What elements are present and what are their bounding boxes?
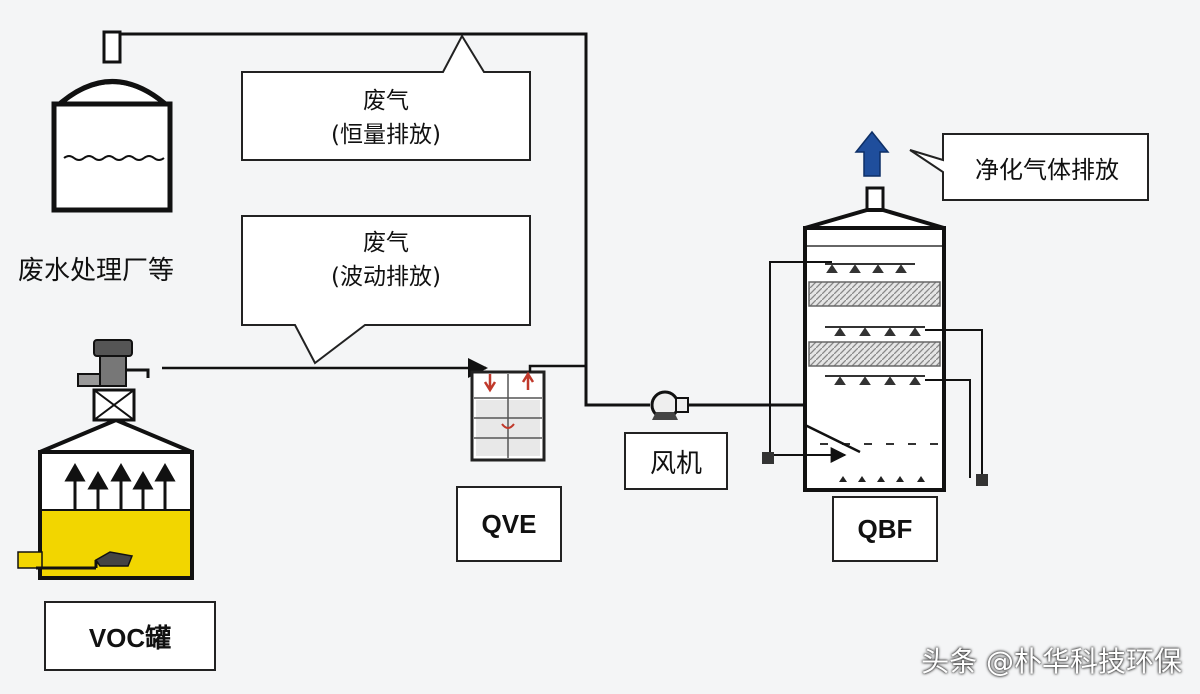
fan-unit xyxy=(650,390,689,420)
voc-tank xyxy=(17,339,194,580)
callout-fluctuating-line2: (波动排放) xyxy=(331,264,441,290)
voc-tank-label-text: VOC罐 xyxy=(88,622,172,653)
wastewater-plant-label: 废水处理厂等 xyxy=(18,256,175,286)
qve-outlet-pipe xyxy=(528,364,586,372)
qbf-label-text: QBF xyxy=(857,513,913,544)
qve-unit xyxy=(470,370,546,462)
clean-exhaust-arrow xyxy=(854,130,890,177)
qve-label: QVE xyxy=(456,486,562,562)
callout-constant-line2: (恒量排放) xyxy=(331,122,441,148)
watermark: 头条 @朴华科技环保 xyxy=(921,645,1182,678)
callout-fluctuating-shape xyxy=(241,215,531,365)
qbf-tower xyxy=(762,186,988,492)
callout-fluctuating-line1: 废气 xyxy=(363,230,409,256)
callout-constant-shape xyxy=(241,33,531,161)
callout-constant-line1: 废气 xyxy=(363,88,409,114)
clean-exhaust-label: 净化气体排放 xyxy=(975,156,1119,184)
callout-constant: 废气 (恒量排放) xyxy=(242,84,530,152)
voc-tank-label: VOC罐 xyxy=(44,601,216,671)
clean-exhaust-callout-shape xyxy=(909,133,1149,201)
qve-label-text: QVE xyxy=(481,508,537,539)
fan-label-text: 风机 xyxy=(649,448,702,479)
qbf-label: QBF xyxy=(832,496,938,562)
fan-label: 风机 xyxy=(624,432,728,490)
constant-exhaust-pipe xyxy=(120,32,650,407)
callout-fluctuating: 废气 (波动排放) xyxy=(242,226,530,294)
wastewater-tank xyxy=(51,30,173,213)
